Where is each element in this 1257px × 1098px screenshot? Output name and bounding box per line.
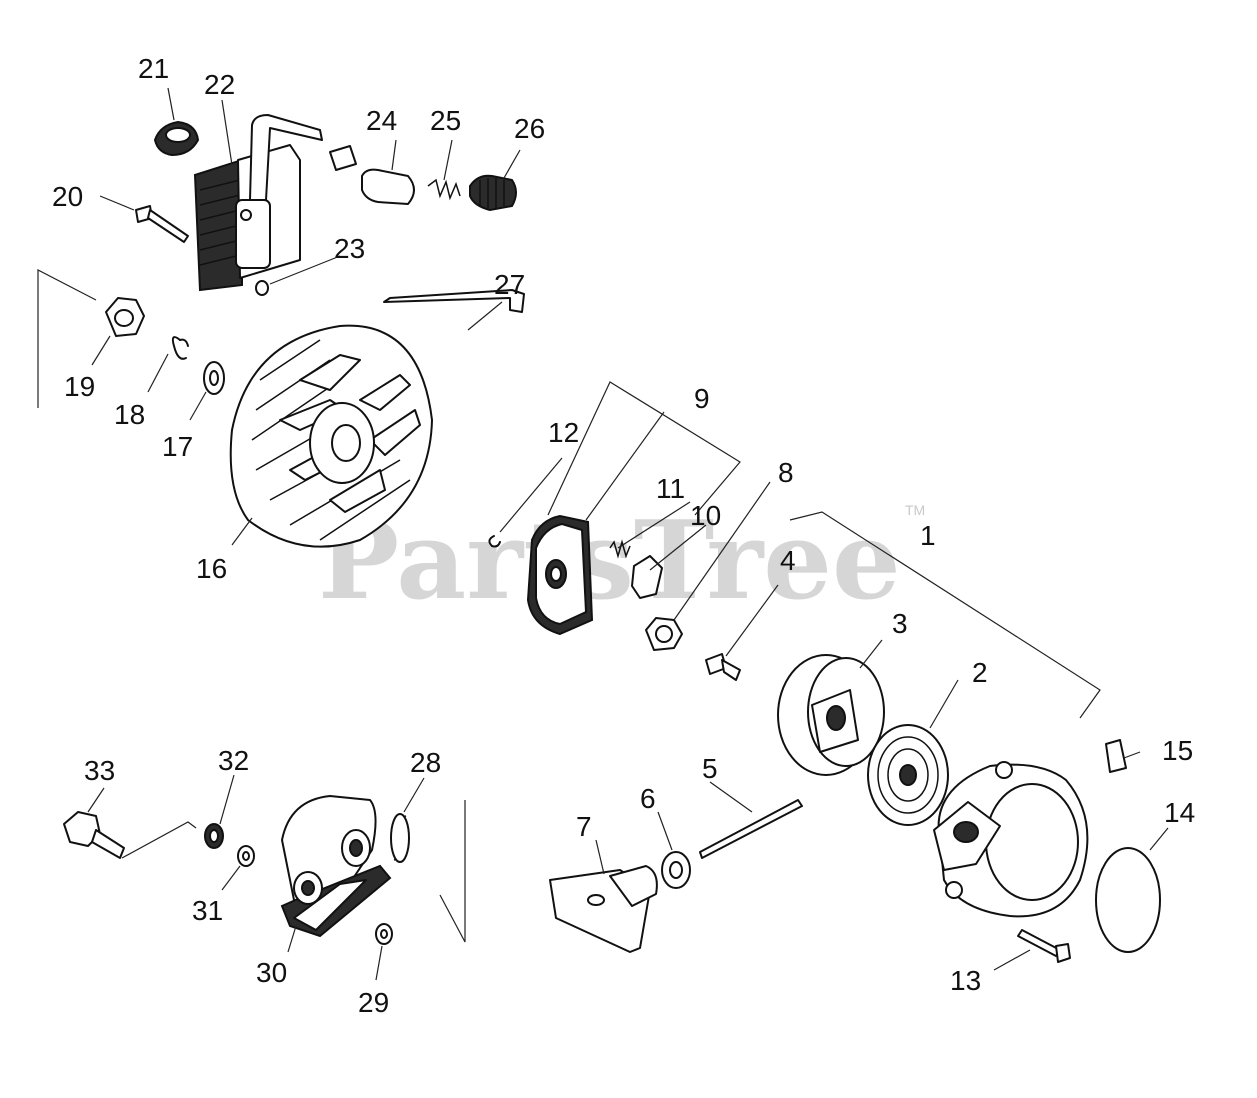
callout-12: 12 — [548, 417, 579, 448]
callout-9: 9 — [694, 383, 710, 414]
callout-18: 18 — [114, 399, 145, 430]
leader-lines — [87, 87, 1169, 981]
callout-5: 5 — [702, 753, 718, 784]
coil-washer — [255, 280, 269, 296]
callout-labels: 1 2 3 4 5 6 7 8 9 10 11 12 13 14 15 16 1… — [52, 53, 1195, 1018]
callout-3: 3 — [892, 608, 908, 639]
rope-guide — [661, 851, 691, 889]
callout-31: 31 — [192, 895, 223, 926]
group-bracket-1 — [789, 511, 1101, 719]
callout-11: 11 — [656, 473, 685, 504]
callout-32: 32 — [218, 745, 249, 776]
callout-25: 25 — [430, 105, 461, 136]
recoil-spring — [867, 724, 949, 826]
stop-wire — [383, 289, 525, 313]
callout-17: 17 — [162, 431, 193, 462]
callout-19: 19 — [64, 371, 95, 402]
grommet — [153, 120, 200, 157]
callout-7: 7 — [576, 811, 592, 842]
callout-2: 2 — [972, 657, 988, 688]
callout-23: 23 — [334, 233, 365, 264]
starter-handle — [549, 865, 658, 953]
starter-screw — [705, 653, 741, 681]
callout-22: 22 — [204, 69, 235, 100]
clutch-spring-11 — [609, 539, 631, 559]
watermark-trademark: TM — [905, 502, 925, 518]
clutch-washer-31 — [237, 845, 255, 867]
wire-sleeve — [329, 145, 415, 205]
spark-plug-cap — [469, 174, 517, 212]
callout-28: 28 — [410, 747, 441, 778]
callout-27: 27 — [494, 269, 525, 300]
ignition-coil — [193, 114, 323, 292]
small-label — [1105, 739, 1127, 773]
flat-washer — [203, 361, 225, 395]
clutch-shoes — [280, 795, 392, 938]
decal-plate — [1095, 847, 1161, 953]
callout-1: 1 — [920, 520, 936, 551]
flywheel-nut — [105, 297, 145, 337]
callout-14: 14 — [1164, 797, 1195, 828]
flywheel — [229, 324, 433, 548]
lock-washer — [171, 336, 189, 360]
callout-10: 10 — [690, 500, 721, 531]
clutch-shoe — [526, 514, 594, 636]
clutch-spring-28 — [390, 813, 410, 863]
callout-4: 4 — [780, 545, 796, 576]
watermark: PartsTree — [318, 498, 901, 624]
callout-16: 16 — [196, 553, 227, 584]
starter-rope — [699, 799, 803, 859]
group-bracket-28-30 — [439, 800, 466, 943]
clutch-washer-29 — [375, 923, 393, 945]
callout-21: 21 — [138, 53, 169, 84]
callout-24: 24 — [366, 105, 397, 136]
callout-33: 33 — [84, 755, 115, 786]
group-bracket-9 — [547, 381, 741, 516]
callout-20: 20 — [52, 181, 83, 212]
callout-26: 26 — [514, 113, 545, 144]
callout-30: 30 — [256, 957, 287, 988]
starter-housing — [933, 761, 1089, 918]
bolt-link-line — [121, 821, 197, 859]
star-washer — [204, 823, 224, 849]
callout-13: 13 — [950, 965, 981, 996]
callout-15: 15 — [1162, 735, 1193, 766]
starter-pulley — [777, 654, 885, 776]
clutch-nut — [645, 617, 683, 651]
terminal-spring — [427, 178, 461, 201]
e-ring — [488, 535, 501, 548]
callout-6: 6 — [640, 783, 656, 814]
group-bracket-19-17 — [37, 269, 97, 408]
coil-screw — [135, 205, 189, 243]
housing-screw — [1017, 929, 1071, 963]
clutch-bolt — [63, 811, 125, 859]
callout-29: 29 — [358, 987, 389, 1018]
callout-8: 8 — [778, 457, 794, 488]
